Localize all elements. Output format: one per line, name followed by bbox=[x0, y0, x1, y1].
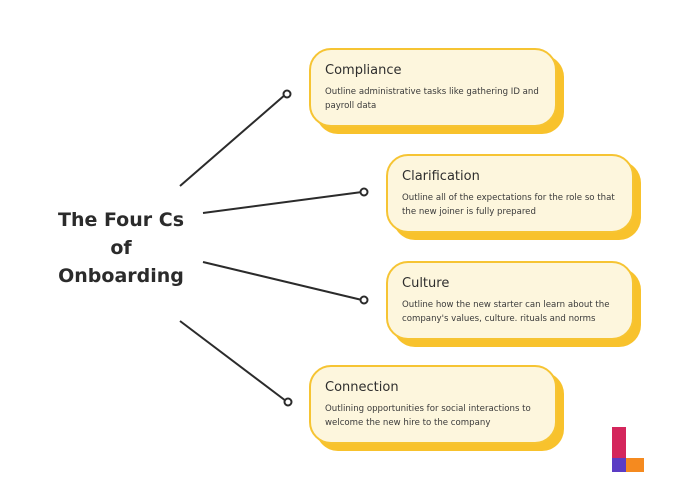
connector-culture bbox=[202, 261, 363, 301]
card-culture: Culture Outline how the new starter can … bbox=[386, 261, 641, 347]
connector-compliance bbox=[179, 93, 287, 187]
card-description: Outline all of the expectations for the … bbox=[402, 193, 615, 217]
central-topic: The Four Cs of Onboarding bbox=[55, 206, 187, 290]
central-topic-line-1: The Four Cs bbox=[57, 209, 184, 231]
card-title: Clarification bbox=[402, 169, 480, 184]
card-description: Outline how the new starter can learn ab… bbox=[402, 300, 610, 324]
card-title: Culture bbox=[402, 276, 450, 291]
card-connection: Connection Outlining opportunities for s… bbox=[309, 365, 564, 451]
card-body: Clarification Outline all of the expecta… bbox=[386, 154, 634, 233]
card-compliance: Compliance Outline administrative tasks … bbox=[309, 48, 564, 134]
central-topic-line-2: of bbox=[110, 237, 132, 259]
card-body: Connection Outlining opportunities for s… bbox=[309, 365, 557, 444]
card-description: Outlining opportunities for social inter… bbox=[325, 404, 531, 428]
card-title: Connection bbox=[325, 380, 399, 395]
logo-corner-shape bbox=[612, 458, 626, 472]
card-body: Compliance Outline administrative tasks … bbox=[309, 48, 557, 127]
connector-endpoint-connection bbox=[283, 397, 293, 407]
brand-logo bbox=[612, 427, 646, 472]
connector-endpoint-culture bbox=[359, 295, 369, 305]
logo-foot-shape bbox=[626, 458, 644, 472]
card-description: Outline administrative tasks like gather… bbox=[325, 87, 539, 111]
connector-clarification bbox=[202, 191, 363, 214]
card-clarification: Clarification Outline all of the expecta… bbox=[386, 154, 641, 240]
connector-endpoint-clarification bbox=[359, 187, 369, 197]
connector-connection bbox=[179, 320, 287, 402]
connector-endpoint-compliance bbox=[282, 89, 292, 99]
central-topic-line-3: Onboarding bbox=[58, 265, 184, 287]
card-body: Culture Outline how the new starter can … bbox=[386, 261, 634, 340]
card-title: Compliance bbox=[325, 63, 402, 78]
